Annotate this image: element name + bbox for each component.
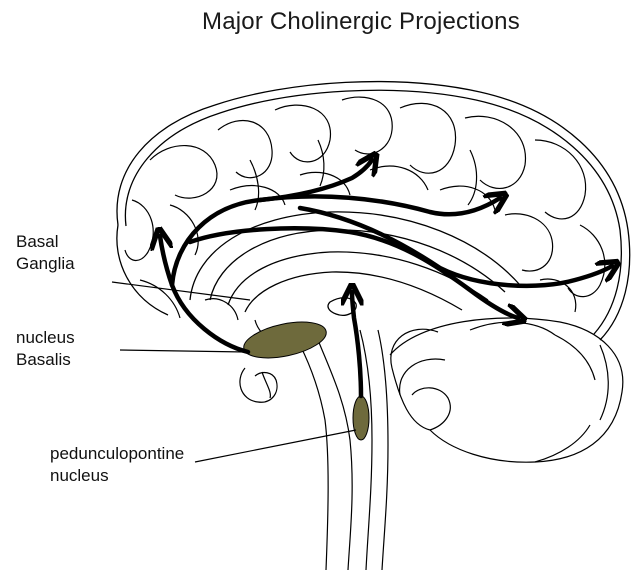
cholinergic-nuclei bbox=[241, 316, 369, 440]
cortex-outline bbox=[117, 82, 630, 340]
arrow-to-occipital bbox=[300, 208, 612, 286]
corpus-callosum bbox=[190, 212, 520, 315]
cerebellum bbox=[390, 318, 623, 462]
arrow-to-parietal bbox=[260, 196, 500, 214]
leader-basal-ganglia bbox=[112, 282, 250, 300]
leader-pedunculopontine bbox=[195, 430, 356, 462]
leader-nucleus-basalis bbox=[120, 350, 246, 352]
label-leader-lines bbox=[112, 282, 356, 462]
pedunculopontine-nucleus-shape bbox=[353, 396, 369, 440]
nucleus-basalis-shape bbox=[241, 316, 330, 365]
